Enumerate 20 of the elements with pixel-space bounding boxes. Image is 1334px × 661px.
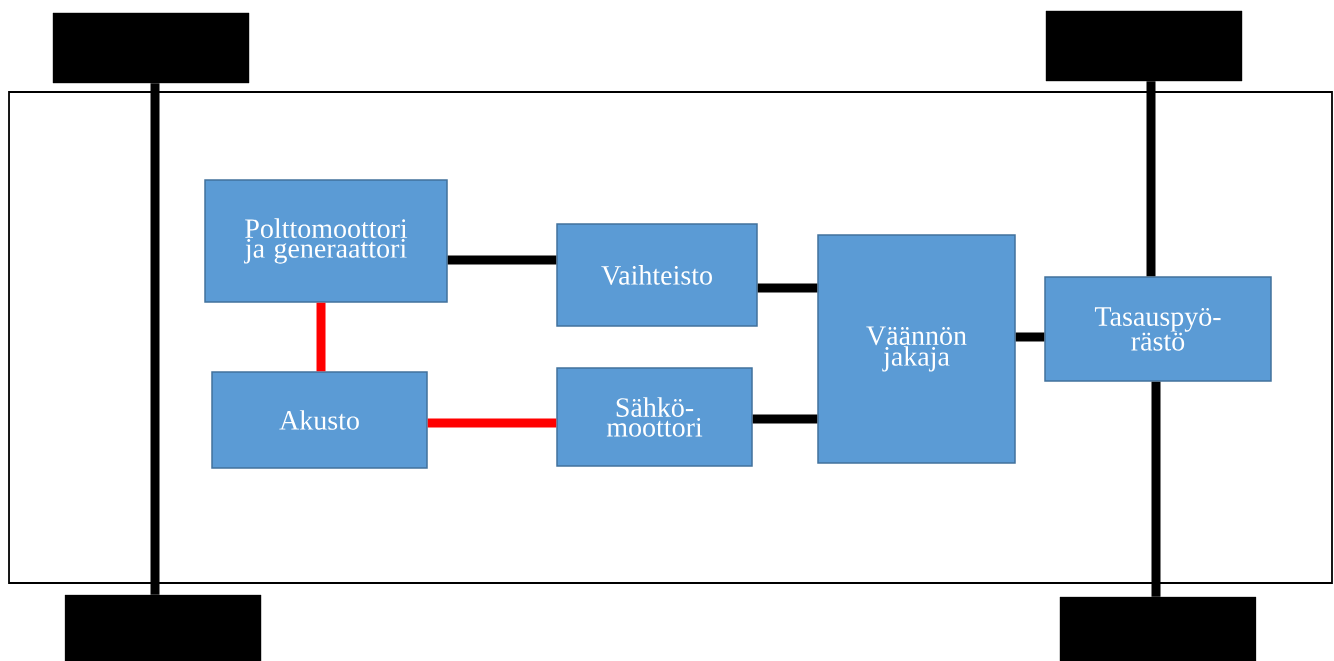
axle-line <box>1146 81 1156 277</box>
wheel-block <box>1045 10 1243 82</box>
component-box: Polttomoottori ja generaattori <box>204 179 448 303</box>
connector-line <box>447 255 557 265</box>
axle-line <box>150 83 160 595</box>
wheel-block <box>64 594 262 661</box>
chassis-frame <box>8 91 1333 584</box>
component-box: Vaihteisto <box>556 223 758 327</box>
connector-line <box>1015 332 1045 342</box>
axle-line <box>1151 381 1161 597</box>
component-box: Sähkö- moottori <box>556 367 753 467</box>
component-box: Akusto <box>211 371 428 469</box>
connector-line <box>757 283 818 293</box>
connector-line <box>427 418 557 428</box>
connector-line <box>316 302 326 372</box>
component-box: Väännön jakaja <box>817 234 1016 464</box>
wheel-block <box>52 12 250 84</box>
wheel-block <box>1059 596 1257 661</box>
connector-line <box>752 414 818 424</box>
component-box: Tasauspyö- rästö <box>1044 276 1272 382</box>
